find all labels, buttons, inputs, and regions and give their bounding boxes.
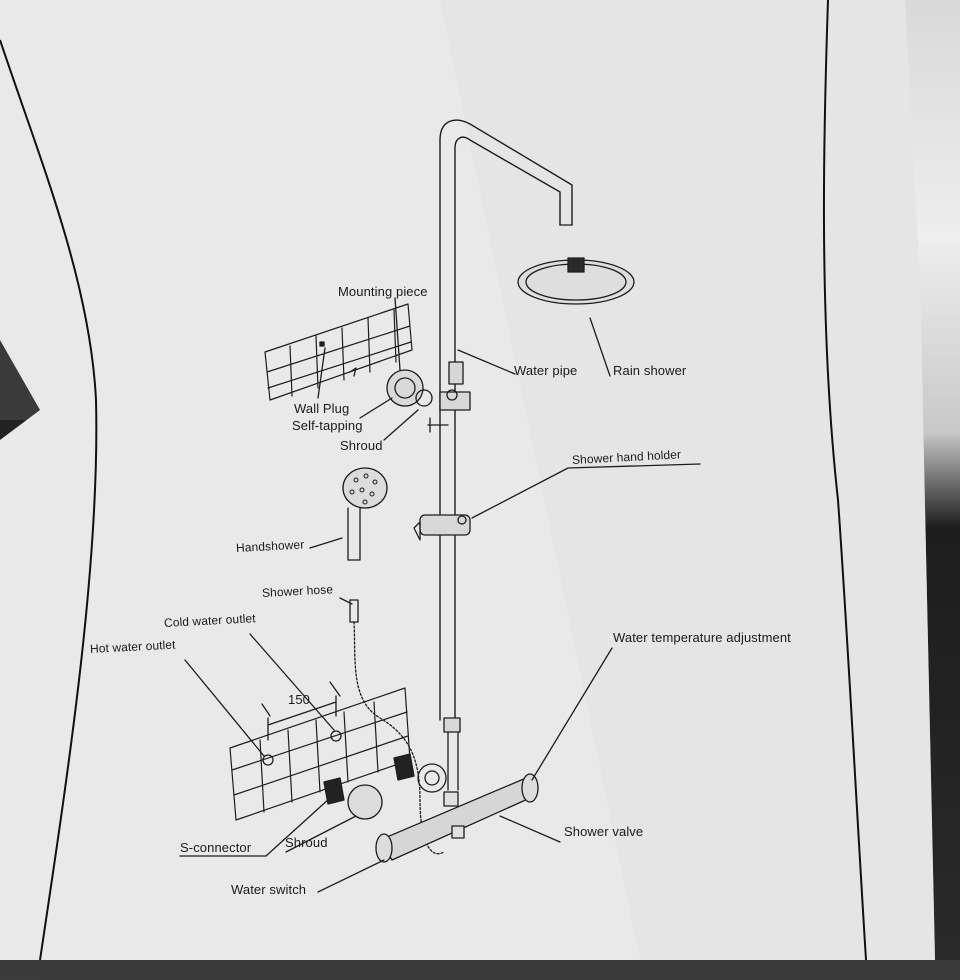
label-water-temperature-adjustment: Water temperature adjustment xyxy=(613,630,791,645)
hot-water-outlet xyxy=(262,754,274,766)
instruction-sheet xyxy=(0,0,935,960)
label-shower-valve: Shower valve xyxy=(564,824,644,839)
label-shroud-bottom: Shroud xyxy=(285,835,328,850)
page-border-left xyxy=(0,39,98,960)
cold-water-outlet xyxy=(330,730,342,742)
leader-self-tapping xyxy=(359,397,393,419)
label-water-pipe: Water pipe xyxy=(514,363,578,378)
label-mounting-piece: Mounting piece xyxy=(338,284,428,299)
page-border-right xyxy=(822,0,867,960)
leader-water-pipe xyxy=(457,349,516,375)
water-pipe-inner xyxy=(454,136,561,721)
shroud-bottom-right-inner xyxy=(424,770,440,786)
leader-rain-shower xyxy=(589,317,611,377)
water-pipe xyxy=(439,119,573,721)
self-tapping-screw xyxy=(349,367,357,377)
leader-shroud-top xyxy=(383,409,419,441)
riser-joint xyxy=(448,361,464,385)
mounting-piece-inner xyxy=(394,377,416,399)
leader-mounting-piece xyxy=(394,297,401,371)
leader-cold-outlet xyxy=(249,633,335,731)
diverter-body xyxy=(439,391,471,411)
paper-shadow xyxy=(440,0,935,960)
leader-s-connector xyxy=(179,797,331,857)
label-shroud-top: Shroud xyxy=(340,438,383,453)
shower-valve-outlet-bottom xyxy=(451,825,465,839)
shroud-bottom-right xyxy=(417,763,447,793)
leader-handshower xyxy=(309,537,343,549)
hand-holder xyxy=(419,514,471,536)
shower-hose-fitting xyxy=(349,599,359,623)
wall-plug-mark xyxy=(319,341,325,347)
shower-valve-right-end xyxy=(521,773,539,803)
mounting-piece xyxy=(386,369,424,407)
handshower-nozzles xyxy=(349,473,378,505)
label-dimension-150: 150 xyxy=(288,692,310,707)
shroud-top-ring xyxy=(415,389,433,407)
leader-shower-hose xyxy=(339,597,353,605)
leader-shower-valve xyxy=(499,815,561,843)
dimension-line xyxy=(261,681,341,741)
diverter-pipe xyxy=(427,417,449,433)
hand-holder-screw xyxy=(457,515,467,525)
s-connector-left xyxy=(323,777,345,805)
label-self-tapping: Self-tapping xyxy=(292,418,363,433)
shower-valve-riser-connection xyxy=(447,731,459,791)
leader-water-switch xyxy=(317,859,385,893)
label-wall-plug: Wall Plug xyxy=(294,401,350,416)
label-rain-shower: Rain shower xyxy=(613,363,687,378)
hand-holder-knob xyxy=(413,521,421,541)
shower-valve-outlet-top xyxy=(443,791,459,807)
leader-temperature xyxy=(531,647,613,781)
rain-shower-neck xyxy=(567,257,585,273)
label-s-connector: S-connector xyxy=(180,840,252,855)
shroud-bottom-left xyxy=(347,784,383,820)
top-wall-tiles xyxy=(264,303,413,401)
handshower-head xyxy=(342,467,388,509)
leader-shroud-bottom xyxy=(285,815,357,853)
leader-hand-holder xyxy=(471,463,701,519)
leader-hot-outlet xyxy=(184,659,265,757)
diverter-knob xyxy=(446,389,458,401)
riser-bottom-joint xyxy=(443,717,461,733)
handshower-handle xyxy=(347,507,361,561)
shower-valve-left-end xyxy=(375,833,393,863)
label-water-switch: Water switch xyxy=(231,882,307,897)
s-connector-right xyxy=(393,753,415,781)
leader-wall-plug xyxy=(317,347,326,399)
